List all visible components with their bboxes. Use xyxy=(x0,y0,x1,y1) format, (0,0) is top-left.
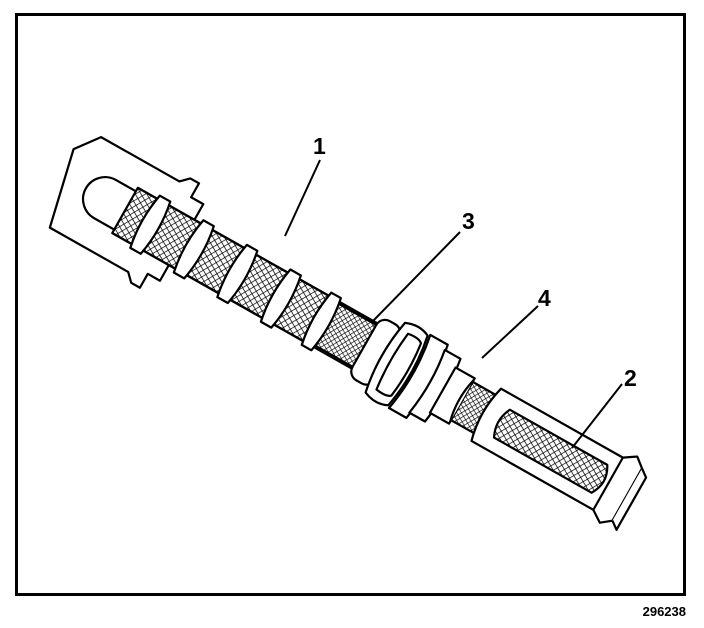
leader-line-4 xyxy=(481,305,539,359)
leader-lines xyxy=(284,159,623,449)
figure-number: 296238 xyxy=(642,604,686,619)
leader-line-3 xyxy=(371,231,461,323)
diagram-frame xyxy=(15,13,686,596)
callout-3: 3 xyxy=(462,208,475,234)
screen-support-rings xyxy=(129,194,342,352)
callout-4: 4 xyxy=(538,285,551,311)
o-ring-seal xyxy=(350,318,476,425)
leader-line-1 xyxy=(284,159,321,237)
leader-line-2 xyxy=(571,383,623,449)
outlet-end-cap xyxy=(470,387,648,531)
callout-1: 1 xyxy=(313,133,326,159)
callout-2: 2 xyxy=(624,365,637,391)
